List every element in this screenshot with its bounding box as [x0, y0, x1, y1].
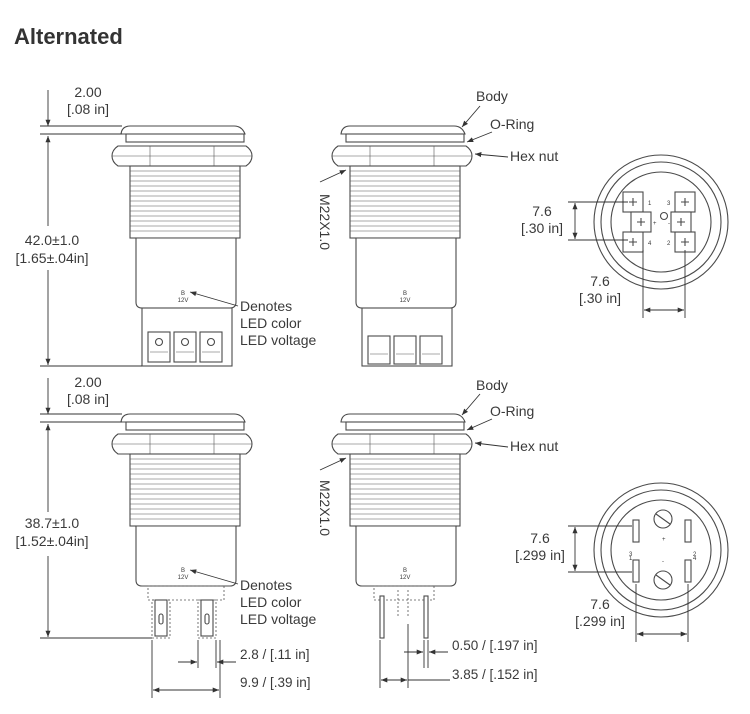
svg-text:[.08 in]: [.08 in]	[67, 391, 109, 407]
svg-text:O-Ring: O-Ring	[490, 403, 534, 419]
svg-text:LED voltage: LED voltage	[240, 611, 316, 627]
led-voltage: 12V	[178, 298, 189, 304]
svg-text:9.9 / [.39 in]: 9.9 / [.39 in]	[240, 675, 311, 690]
dimension-height-bottom: 38.7±1.0 [1.52±.04in]	[15, 424, 152, 639]
page-title: Alternated	[14, 24, 123, 49]
callout-denotes-bottom: Denotes LED color LED voltage	[189, 569, 316, 627]
callout-denotes-top: Denotes LED color LED voltage	[189, 291, 316, 348]
callout-body-bottom: Body O-Ring Hex nut	[461, 377, 558, 454]
svg-text:[.299 in]: [.299 in]	[575, 613, 625, 629]
thread-label-bottom: M22X1.0	[317, 480, 333, 536]
svg-text:LED voltage: LED voltage	[240, 332, 316, 348]
dimension-pin-width: 2.8 / [.11 in]	[178, 640, 310, 668]
thread-label-top: M22X1.0	[317, 194, 333, 250]
height-dim-value: 42.0±1.0	[25, 232, 80, 248]
svg-text:O-Ring: O-Ring	[490, 116, 534, 132]
dimension-bottom-view-top: 7.6 [.30 in] 7.6 [.30 in]	[521, 201, 686, 318]
thread-lines	[130, 170, 240, 232]
dimension-height-top: 42.0±1.0 [1.65±.04in]	[15, 136, 142, 367]
svg-text:4: 4	[693, 556, 697, 562]
terminal-plus: +	[653, 221, 657, 227]
svg-text:B: B	[403, 291, 407, 297]
svg-text:-: -	[662, 559, 664, 565]
svg-text:12V: 12V	[400, 298, 411, 304]
dimension-pin-span: 9.9 / [.39 in]	[151, 640, 311, 698]
svg-text:LED color: LED color	[240, 594, 302, 610]
svg-text:2: 2	[693, 552, 697, 558]
svg-text:1: 1	[629, 556, 633, 562]
height-dim-inch: [1.65±.04in]	[15, 250, 88, 266]
svg-text:7.6: 7.6	[532, 203, 552, 219]
svg-text:B: B	[403, 568, 407, 574]
led-code: B	[181, 291, 185, 297]
switch-bottom-view-bottom: 3 1 2 4 + -	[593, 482, 729, 618]
svg-text:LED color: LED color	[240, 315, 302, 331]
switch-side-view-top-left: B 12V	[111, 125, 253, 367]
svg-text:[.299 in]: [.299 in]	[515, 547, 565, 563]
svg-text:7.6: 7.6	[590, 273, 610, 289]
svg-text:12V: 12V	[178, 575, 189, 581]
callout-body-top: Body O-Ring Hex nut	[461, 88, 558, 164]
switch-bottom-view-top: 1 3 2 4 + -	[593, 154, 729, 290]
svg-text:7.6: 7.6	[590, 596, 610, 612]
svg-text:[.30 in]: [.30 in]	[521, 220, 563, 236]
switch-side-view-bottom-left: B 12V	[111, 413, 253, 639]
svg-text:Body: Body	[476, 377, 508, 393]
switch-side-view-bottom-right: B 12V	[331, 413, 473, 639]
svg-text:[.30 in]: [.30 in]	[579, 290, 621, 306]
dimension-pin-thickness: 0.50 / [.197 in]	[404, 638, 538, 668]
cap-dim-value: 2.00	[74, 84, 101, 100]
svg-text:2.00: 2.00	[74, 374, 101, 390]
dimension-cap-top: 2.00 [.08 in]	[40, 84, 122, 135]
svg-text:38.7±1.0: 38.7±1.0	[25, 515, 80, 531]
svg-text:7.6: 7.6	[530, 530, 550, 546]
svg-text:12V: 12V	[400, 575, 411, 581]
switch-side-view-top-right: B 12V	[331, 125, 473, 367]
terminal-4: 4	[648, 241, 652, 247]
dimension-bottom-view-bottom: 7.6 [.299 in] 7.6 [.299 in]	[515, 525, 689, 642]
terminal-3: 3	[667, 201, 671, 207]
svg-text:[1.52±.04in]: [1.52±.04in]	[15, 533, 88, 549]
svg-text:Hex nut: Hex nut	[510, 438, 558, 454]
svg-text:Body: Body	[476, 88, 508, 104]
terminal-1: 1	[648, 201, 652, 207]
svg-text:Denotes: Denotes	[240, 298, 292, 314]
svg-text:+: +	[662, 537, 666, 543]
cap-dim-inch: [.08 in]	[67, 101, 109, 117]
svg-text:2.8 / [.11 in]: 2.8 / [.11 in]	[240, 647, 310, 662]
dimension-pin-depth: 3.85 / [.152 in]	[379, 624, 538, 688]
svg-text:B: B	[181, 568, 185, 574]
svg-text:Hex nut: Hex nut	[510, 148, 558, 164]
terminal-minus: -	[668, 221, 670, 227]
dimension-cap-bottom: 2.00 [.08 in]	[40, 374, 122, 423]
svg-text:Denotes: Denotes	[240, 577, 292, 593]
terminal-2: 2	[667, 241, 671, 247]
svg-text:0.50 / [.197 in]: 0.50 / [.197 in]	[452, 638, 538, 653]
svg-text:3.85 / [.152 in]: 3.85 / [.152 in]	[452, 667, 538, 682]
svg-text:3: 3	[629, 552, 633, 558]
